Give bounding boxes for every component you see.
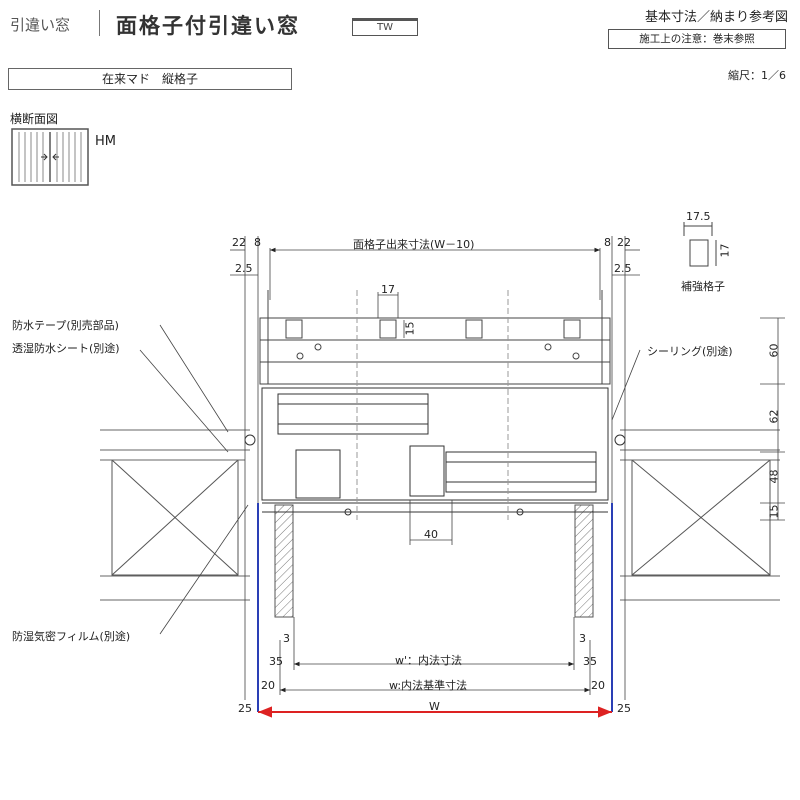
- reinforcing-bar-detail: [683, 222, 717, 267]
- dim-center-40: 40: [424, 528, 438, 541]
- dim-left-8: 8: [254, 236, 261, 249]
- subtitle-box: 在来マド 縦格子: [8, 68, 292, 90]
- dim-bar-15: 15: [403, 321, 417, 336]
- product-code-badge: TW: [352, 18, 418, 36]
- label-reinforcing-bar: 補強格子: [681, 280, 725, 293]
- title-divider: [99, 10, 100, 36]
- page-title: 面格子付引違い窓: [116, 14, 300, 38]
- dim-right-2-5: 2.5: [614, 262, 632, 275]
- breadcrumb: 引違い窓: [10, 16, 71, 34]
- dim-top-span: 面格子出来寸法(W－10): [353, 238, 475, 251]
- dim-left-25: 25: [238, 702, 252, 715]
- dim-left-22: 22: [232, 236, 246, 249]
- document-type: 基本寸法／納まり参考図: [644, 10, 788, 25]
- dim-right-48: 48: [767, 469, 781, 484]
- dim-right-8: 8: [604, 236, 611, 249]
- dim-left-35: 35: [269, 655, 283, 668]
- section-label: 横断面図: [10, 112, 59, 126]
- dim-bar-17: 17: [381, 283, 395, 296]
- dim-right-35: 35: [583, 655, 597, 668]
- dim-left-20: 20: [261, 679, 275, 692]
- dim-right-25: 25: [617, 702, 631, 715]
- right-casing: [574, 504, 594, 618]
- dim-inner-w: w:内法基準寸法: [389, 679, 468, 692]
- dim-right-62: 62: [767, 409, 781, 424]
- dim-right-20: 20: [591, 679, 605, 692]
- label-sealing: シーリング(別途): [647, 345, 733, 358]
- right-wall-stud: [631, 459, 771, 576]
- construction-note: 施工上の注意：巻末参照: [608, 29, 786, 49]
- label-moisture-sheet: 透湿防水シート(別途): [12, 342, 120, 355]
- left-wall-stud: [111, 459, 239, 576]
- dim-right-3: 3: [579, 632, 586, 645]
- dim-left-3: 3: [283, 632, 290, 645]
- window-frame: [244, 387, 626, 516]
- dim-inner-w-prime: w'：内法寸法: [395, 654, 463, 667]
- dim-right-22: 22: [617, 236, 631, 249]
- window-thumbnail-icon: [11, 128, 89, 186]
- label-waterproof-tape: 防水テープ(別売部品): [12, 319, 119, 332]
- dim-rb-17: 17: [718, 243, 732, 258]
- left-casing: [274, 504, 294, 618]
- dim-right-60: 60: [767, 343, 781, 358]
- label-airtight-film: 防湿気密フィルム(別途): [12, 630, 131, 643]
- section-type: HM: [95, 134, 116, 149]
- dim-left-2-5: 2.5: [235, 262, 253, 275]
- grille-assembly: [259, 290, 611, 385]
- dim-W: W: [429, 700, 440, 713]
- dim-right-15: 15: [767, 504, 781, 519]
- scale-label: 縮尺：1／6: [728, 69, 786, 82]
- dim-rb-17-5: 17.5: [686, 210, 711, 223]
